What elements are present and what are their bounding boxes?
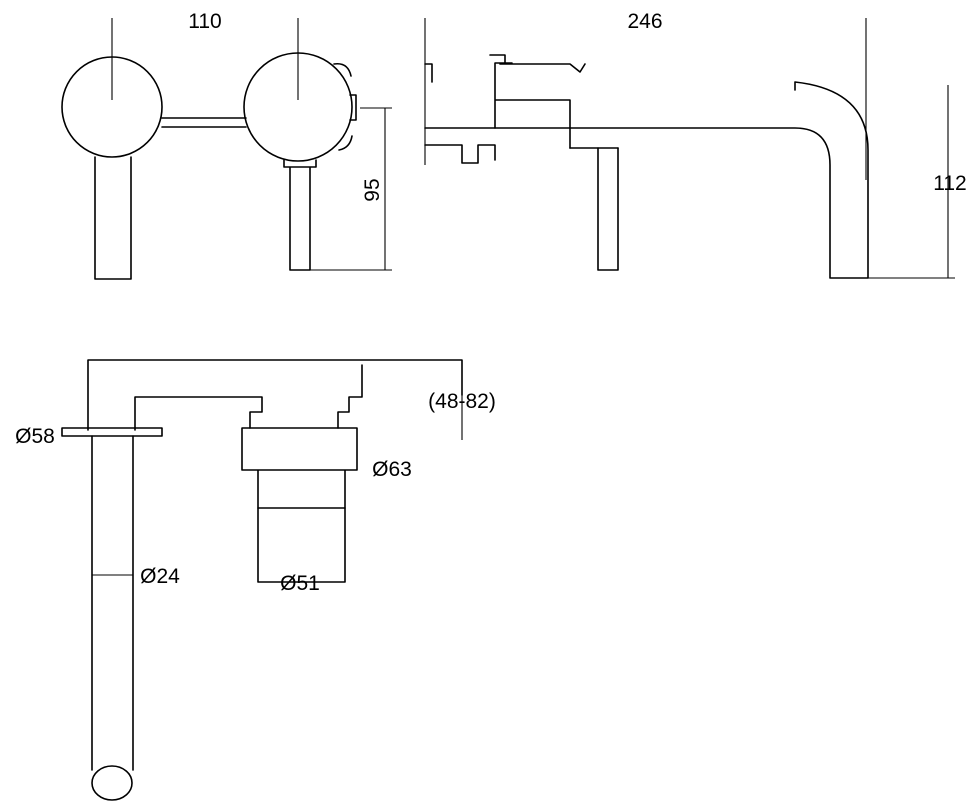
side-lever bbox=[597, 147, 619, 271]
dim-spout-height: 112 bbox=[933, 172, 966, 195]
spout-outlet bbox=[91, 765, 133, 801]
dim-total-length: 246 bbox=[627, 10, 662, 33]
dim-wall-depth: (48-82) bbox=[428, 390, 496, 413]
right-handle-knob bbox=[333, 62, 357, 151]
dim-handle-diameter: Ø51 bbox=[280, 572, 320, 595]
valve-top bbox=[424, 54, 586, 83]
side-view: 246 112 bbox=[424, 10, 967, 279]
dim-handle-spacing: 110 bbox=[188, 10, 221, 33]
handle-body bbox=[257, 507, 346, 583]
spout-arm bbox=[494, 81, 869, 279]
right-lever bbox=[283, 159, 317, 271]
plan-spout bbox=[91, 435, 134, 771]
dim-handle-height: 95 bbox=[361, 178, 384, 201]
connecting-rail bbox=[161, 117, 247, 128]
valve-body bbox=[424, 62, 571, 129]
mixer-body bbox=[241, 427, 358, 509]
left-lever bbox=[94, 156, 132, 280]
dim-spout-diameter: Ø24 bbox=[140, 565, 180, 588]
front-view: 110 95 bbox=[61, 10, 392, 280]
plan-body bbox=[87, 359, 463, 431]
plan-flange bbox=[61, 427, 163, 437]
dim-mixer-diameter: Ø63 bbox=[372, 458, 412, 481]
dim-flange-diameter: Ø58 bbox=[15, 425, 55, 448]
plan-view: (48-82) Ø58 Ø63 Ø24 Ø51 bbox=[15, 359, 496, 801]
valve-bottom bbox=[424, 144, 619, 164]
